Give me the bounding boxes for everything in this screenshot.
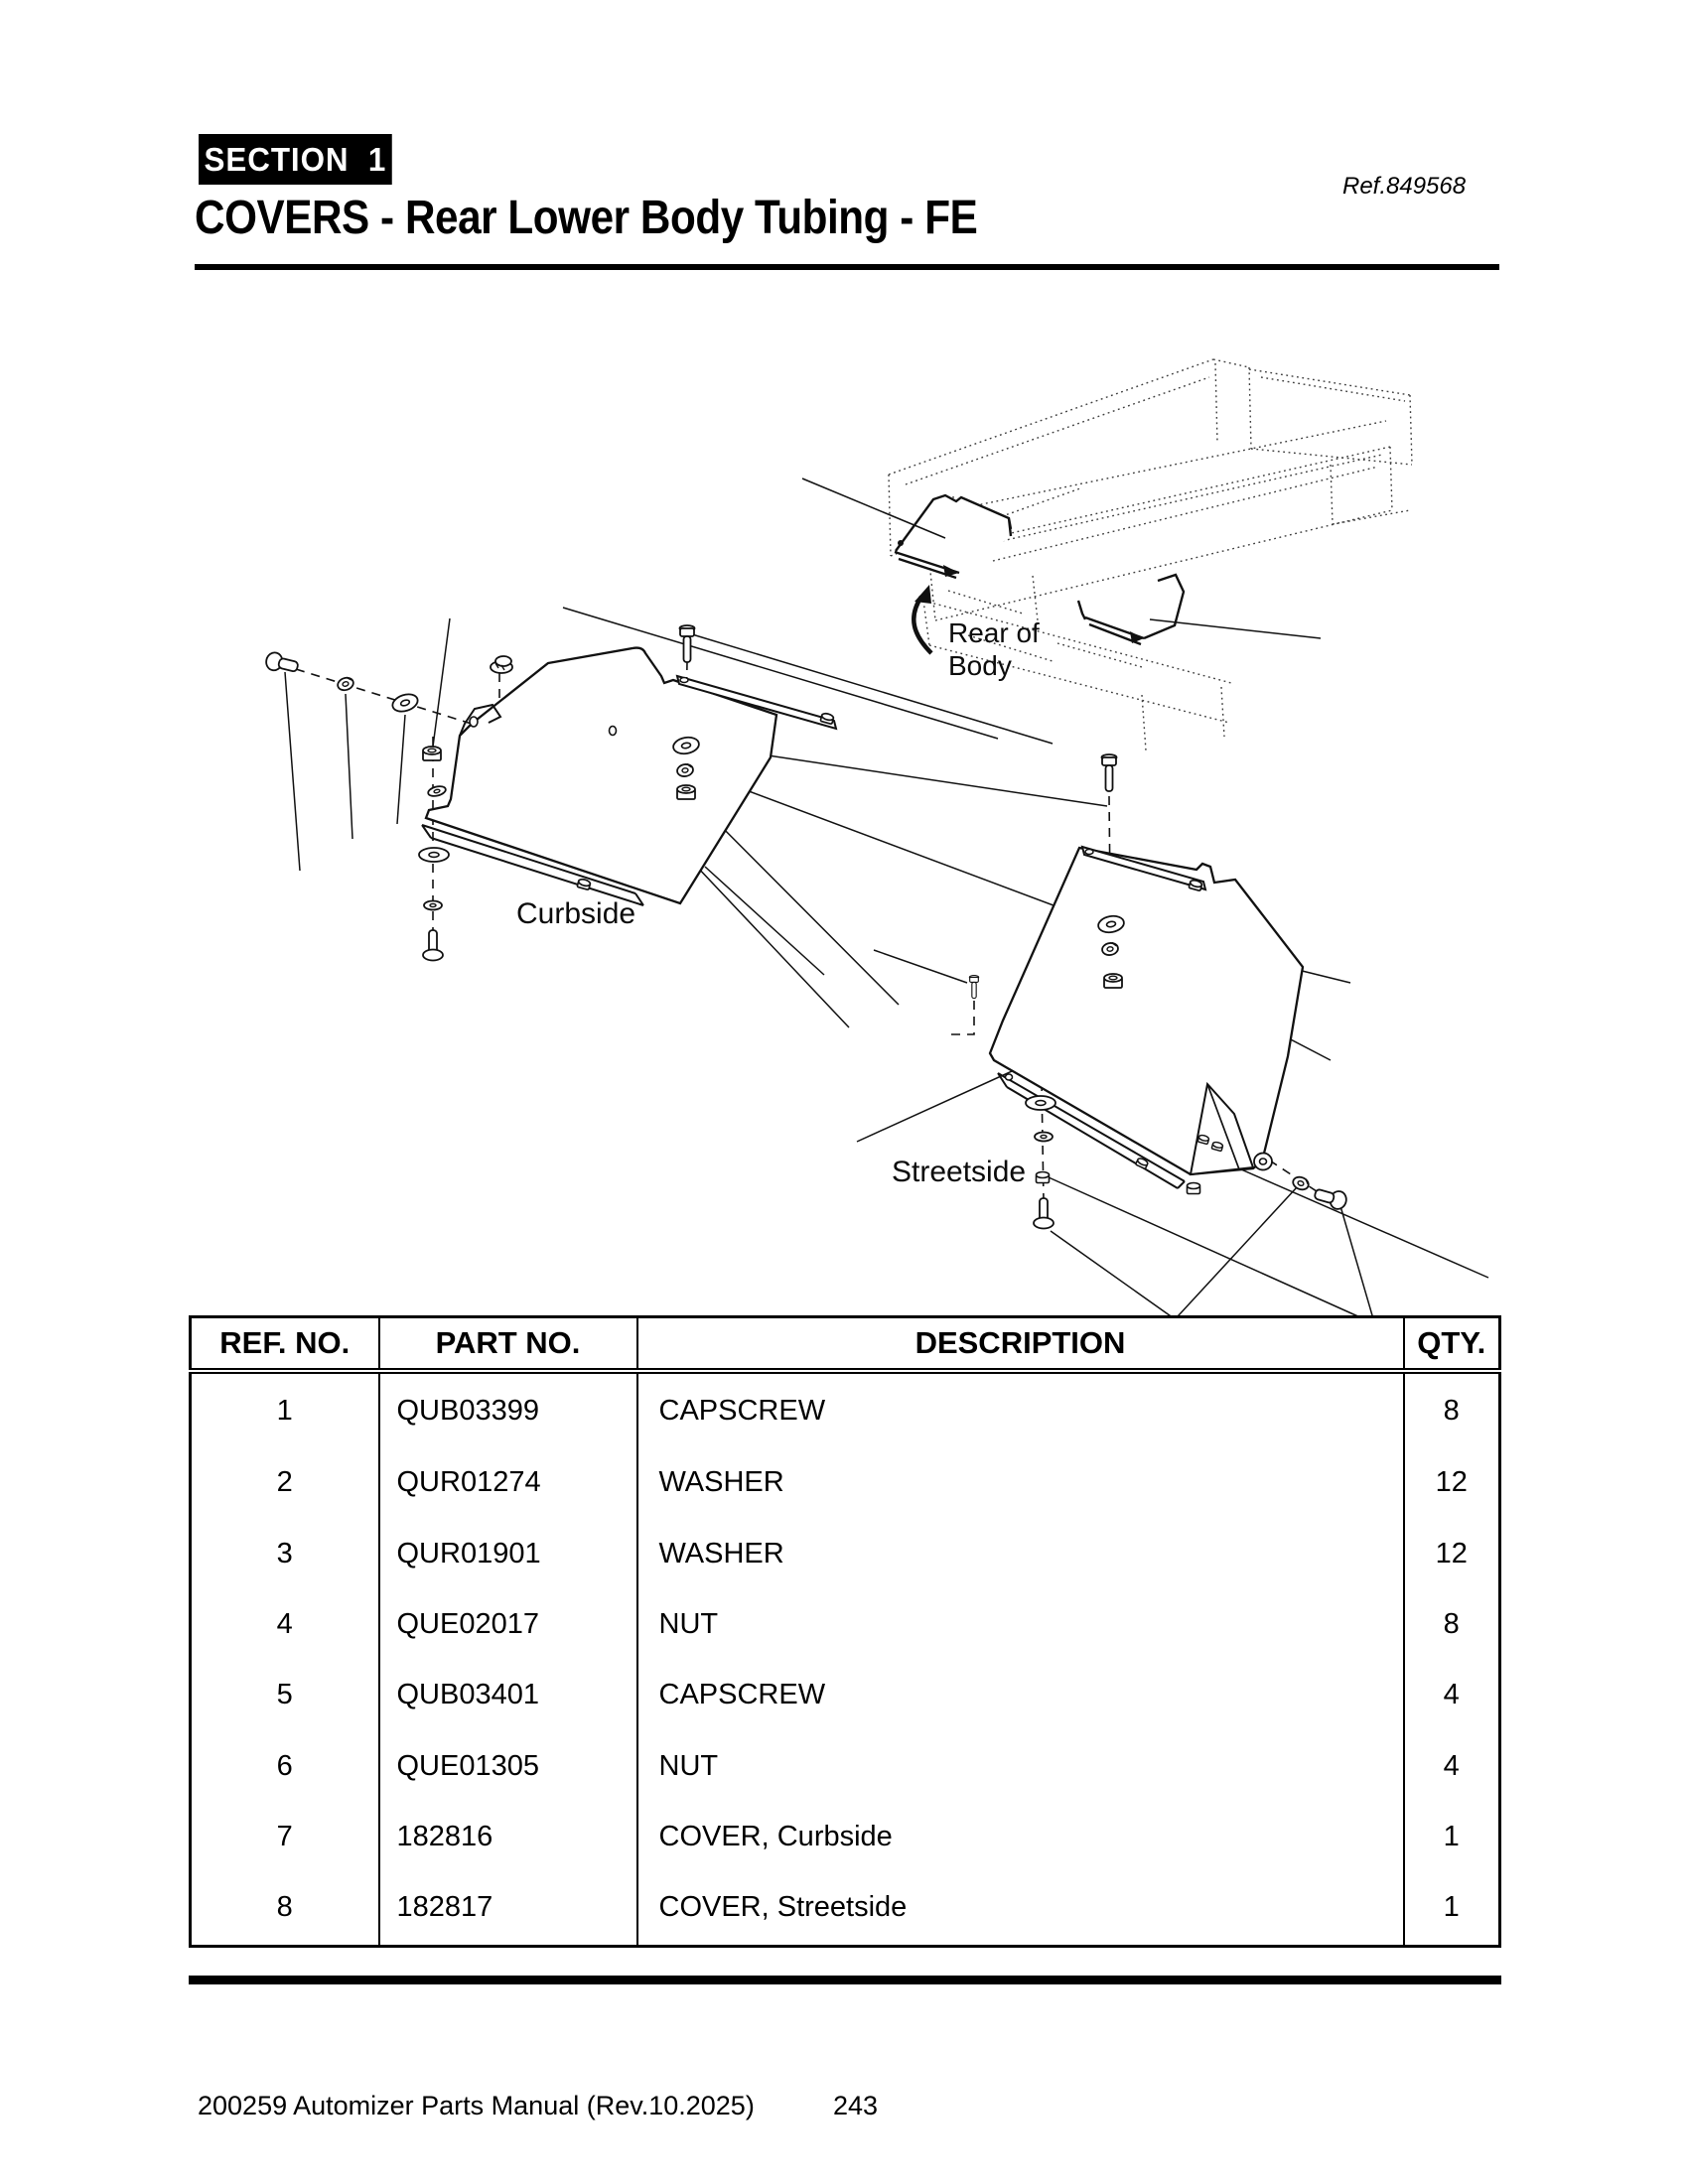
lock-washer-glyph xyxy=(335,674,356,694)
nut-glyph xyxy=(676,784,696,800)
washer-glyph xyxy=(423,899,443,911)
cell-ref: 1 xyxy=(189,1371,380,1447)
rear-of-body-label-line2: Body xyxy=(948,650,1012,681)
cover-streetside-exploded xyxy=(988,845,1305,1189)
rear-of-body-label-line1: Rear of xyxy=(948,617,1040,648)
capscrew-glyph xyxy=(1033,1197,1055,1230)
capscrew-glyph xyxy=(422,929,444,962)
cell-desc: CAPSCREW xyxy=(635,1660,1405,1731)
capscrew-glyph xyxy=(263,649,301,677)
cell-qty: 4 xyxy=(1402,1660,1501,1731)
cell-qty: 8 xyxy=(1402,1588,1501,1661)
col-header-ref-no: REF. NO. xyxy=(189,1315,380,1374)
cell-ref: 8 xyxy=(189,1872,380,1944)
curbside-label: Curbside xyxy=(516,897,635,930)
capscrew-glyph xyxy=(1100,753,1118,792)
cell-desc: WASHER xyxy=(635,1447,1405,1519)
col-header-part-no: PART NO. xyxy=(377,1315,638,1374)
cell-part: QUE01305 xyxy=(377,1730,638,1802)
cell-part: QUE02017 xyxy=(377,1588,638,1661)
cell-part: QUR01901 xyxy=(377,1518,638,1589)
cell-part: QUB03399 xyxy=(377,1371,638,1447)
cover-streetside-installed xyxy=(1076,573,1186,646)
cell-qty: 1 xyxy=(1402,1872,1501,1944)
bolt-head-glyph xyxy=(819,711,835,726)
cell-desc: COVER, Curbside xyxy=(635,1801,1405,1873)
filler-cell xyxy=(377,1943,638,1947)
cell-qty: 4 xyxy=(1402,1730,1501,1802)
rear-of-body-arrow xyxy=(912,585,933,655)
cell-ref: 2 xyxy=(189,1447,380,1519)
cell-part: QUB03401 xyxy=(377,1660,638,1731)
filler-cell xyxy=(1402,1943,1501,1947)
nut-glyph xyxy=(1186,1181,1201,1195)
cover-curbside-exploded xyxy=(421,646,838,906)
section-badge: SECTION 1 xyxy=(199,134,392,185)
col-header-qty: QTY. xyxy=(1402,1315,1501,1374)
nut-glyph xyxy=(1035,1170,1051,1184)
installed-cover-leaders xyxy=(801,478,1322,639)
cell-part: 182816 xyxy=(377,1801,638,1873)
nut-glyph xyxy=(422,746,442,761)
cell-ref: 5 xyxy=(189,1660,380,1731)
cell-desc: WASHER xyxy=(635,1518,1405,1589)
body-frame-ghost-outline xyxy=(888,358,1413,751)
cell-qty: 12 xyxy=(1402,1447,1501,1519)
washer-glyph xyxy=(1034,1131,1054,1143)
cell-qty: 12 xyxy=(1402,1518,1501,1589)
streetside-label: Streetside xyxy=(892,1156,1026,1188)
washer-glyph xyxy=(389,690,421,716)
footer-rule xyxy=(189,1976,1501,1984)
cell-desc: NUT xyxy=(635,1730,1405,1802)
cell-part: QUR01274 xyxy=(377,1447,638,1519)
cell-qty: 8 xyxy=(1402,1371,1501,1447)
ref-number: Ref.849568 xyxy=(1342,173,1467,200)
filler-cell xyxy=(189,1943,380,1947)
footer-page-number: 243 xyxy=(833,2091,879,2120)
cell-desc: NUT xyxy=(635,1588,1405,1661)
capscrew-glyph xyxy=(1312,1183,1349,1212)
cell-desc: CAPSCREW xyxy=(635,1371,1405,1447)
washer-glyph xyxy=(426,783,448,799)
footer-manual-info: 200259 Automizer Parts Manual (Rev.10.20… xyxy=(198,2091,755,2120)
washer-glyph xyxy=(1253,1152,1273,1171)
table-filler-row xyxy=(189,1943,1501,1947)
capscrew-glyph xyxy=(968,975,980,1000)
cell-ref: 4 xyxy=(189,1588,380,1661)
filler-cell xyxy=(635,1943,1405,1947)
cell-ref: 6 xyxy=(189,1730,380,1802)
nut-glyph xyxy=(1103,973,1123,989)
col-header-description: DESCRIPTION xyxy=(635,1315,1405,1374)
parts-table-header-row: REF. NO. PART NO. DESCRIPTION QTY. xyxy=(189,1315,1501,1374)
washer-glyph xyxy=(418,847,450,863)
washer-glyph xyxy=(1025,1095,1056,1111)
cell-desc: COVER, Streetside xyxy=(635,1872,1405,1944)
page-title: COVERS - Rear Lower Body Tubing - FE xyxy=(195,192,978,244)
bolt-head-glyph xyxy=(576,877,592,891)
cell-qty: 1 xyxy=(1402,1801,1501,1873)
header-rule xyxy=(195,264,1499,270)
cell-part: 182817 xyxy=(377,1872,638,1944)
flange-nut-glyph xyxy=(490,655,513,674)
cell-ref: 3 xyxy=(189,1518,380,1589)
cover-curbside-installed xyxy=(894,493,1013,580)
cell-ref: 7 xyxy=(189,1801,380,1873)
